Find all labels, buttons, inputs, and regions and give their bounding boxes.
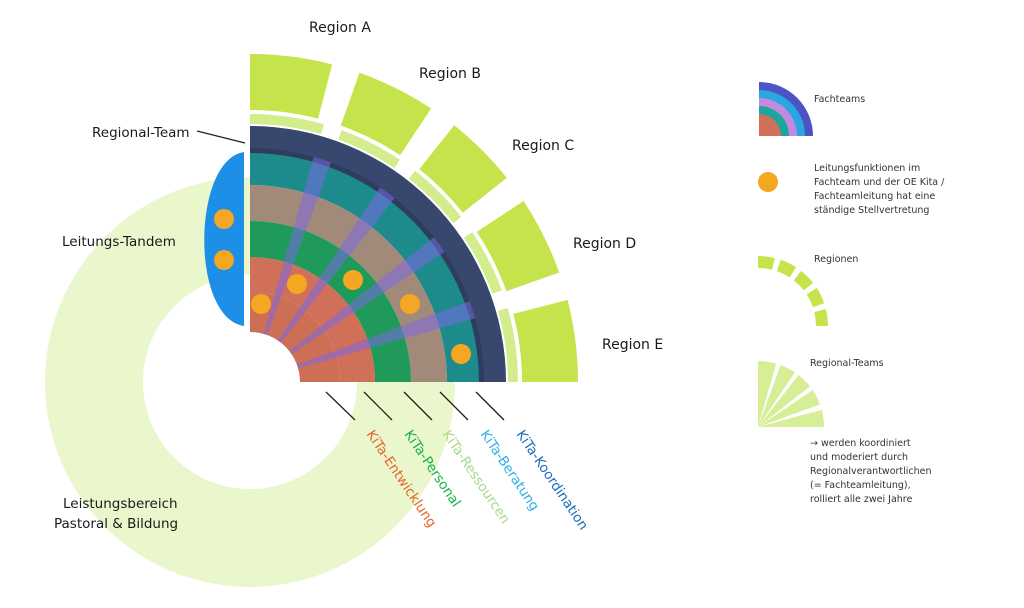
leader-dot: [287, 274, 307, 294]
regional-team-segment: [498, 308, 518, 382]
regional-team-spoke: [277, 187, 395, 343]
pointer-koordination: [475, 391, 505, 421]
leader-dot: [343, 270, 363, 290]
legend-regionen-icon: [758, 256, 828, 326]
region-segment: [476, 200, 560, 292]
region-segments: [250, 54, 578, 382]
legend-leitung-line3: Fachteamleitung hat eine: [814, 191, 935, 202]
legend-regional-team-segment: [758, 390, 821, 427]
pointer-personal: [363, 391, 393, 421]
region-d-label: Region D: [573, 236, 636, 252]
legend-note-line2: und moderiert durch: [810, 452, 908, 463]
regional-team-pointer: [196, 130, 246, 144]
legend-regional-team-segment: [758, 364, 795, 427]
legend-fachteams-icon: [759, 82, 813, 136]
regional-team-segment: [250, 113, 324, 134]
region-segment: [250, 54, 333, 119]
regional-team-spoke: [263, 156, 331, 336]
legend-regional-team-segment: [758, 409, 824, 427]
leitungs-tandem-shape: [204, 152, 244, 326]
legend-leitung-line1: Leitungsfunktionen im: [814, 163, 920, 174]
legend-note-line5: rolliert alle zwei Jahre: [810, 494, 912, 505]
legend-leitung-line2: Fachteam und der OE Kita /: [814, 177, 945, 188]
region-b-label: Region B: [419, 66, 481, 82]
legend-note-line4: (= Fachteamleitung),: [810, 480, 911, 491]
regional-team-spoke: [289, 237, 445, 355]
pointer-beratung: [439, 391, 469, 421]
legend-region-segment: [814, 309, 828, 326]
team-label-ressourcen: KiTa-Ressourcen: [439, 427, 513, 527]
region-c-label: Region C: [512, 138, 574, 154]
legend-leader-dot: [758, 172, 778, 192]
legend-leitung-line4: ständige Stellvertretung: [814, 205, 929, 216]
regional-team-spokes: [263, 156, 476, 369]
legend-regionen-label: Regionen: [814, 254, 858, 265]
fachteam-ring: [250, 126, 506, 382]
leader-dot: [400, 294, 420, 314]
leistungsbereich-label-line2: Pastoral & Bildung: [54, 516, 178, 532]
legend-region-segment: [793, 270, 814, 291]
region-segment: [419, 125, 507, 213]
leader-dot: [214, 250, 234, 270]
leader-dots: [214, 209, 471, 364]
leader-dot: [251, 294, 271, 314]
regional-team-segment: [408, 170, 462, 224]
legend-regional-teams-label: Regional-Teams: [810, 358, 884, 369]
legend-fachteams-label: Fachteams: [814, 94, 865, 105]
legend-regional-team-segment: [758, 361, 777, 427]
regional-team-spoke: [296, 301, 476, 369]
leistungsbereich-label-line1: Leistungsbereich: [63, 496, 178, 512]
pointer-ressourcen: [403, 391, 433, 421]
fachteam-ring: [250, 185, 447, 382]
regional-team-arc: [250, 113, 518, 382]
regional-team-label: Regional-Team: [92, 125, 190, 141]
legend-fachteam-band: [759, 114, 781, 136]
region-segment: [340, 72, 432, 156]
region-segment: [513, 299, 578, 382]
legend-regional-teams-icon: [758, 361, 824, 427]
regional-team-segment: [463, 232, 502, 294]
leader-dot: [451, 344, 471, 364]
legend-regional-team-segment: [758, 374, 811, 427]
regional-team-segment: [338, 130, 400, 169]
leader-dot: [214, 209, 234, 229]
legend-note-line1: → werden koordiniert: [810, 438, 911, 449]
legend-region-segment: [806, 287, 825, 308]
connector-lines: [196, 130, 505, 421]
leitungs-tandem-label: Leitungs-Tandem: [62, 234, 176, 250]
legend-region-segment: [758, 256, 775, 270]
pointer-entwicklung: [325, 391, 356, 421]
region-a-label: Region A: [309, 20, 371, 36]
legend-region-segment: [776, 259, 797, 278]
region-e-label: Region E: [602, 337, 663, 353]
legend-note-line3: Regionalverantwortlichen: [810, 466, 932, 477]
